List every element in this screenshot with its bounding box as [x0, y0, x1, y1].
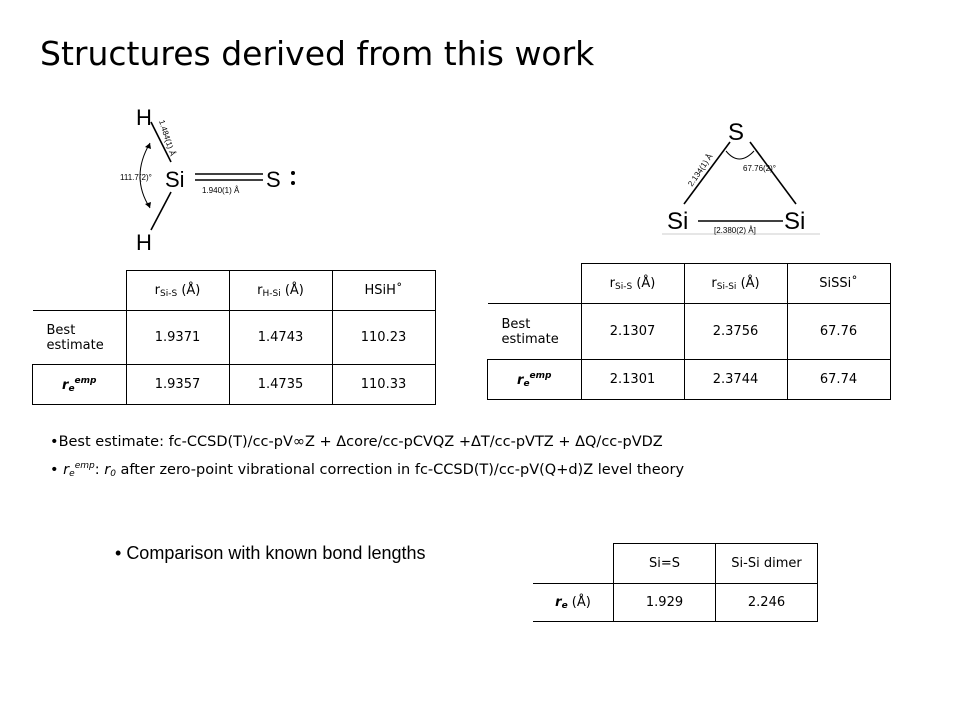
angle-label: 67.76(2)° [743, 164, 776, 173]
page-title: Structures derived from this work [40, 34, 595, 73]
table-row: reemp 1.9357 1.4735 110.33 [32, 364, 436, 405]
h2sis-results-table: rSi-S (Å) rH-Si (Å) HSiH˚ Best estimate … [32, 270, 436, 405]
bullet-re-emp: • reemp: r0 after zero-point vibrational… [50, 461, 685, 479]
bond-s-si-left [683, 141, 731, 205]
row-header-re-emp: reemp [32, 364, 127, 405]
angle-label: 111.7(2)° [120, 173, 152, 182]
method-notes: •Best estimate: fc-CCSD(T)/cc-pV∞Z + Δco… [50, 430, 684, 486]
table-cell: 1.4743 [228, 310, 333, 365]
row-header-re: re (Å) [533, 583, 614, 622]
col-header-si-s: Si=S [613, 543, 716, 584]
table-cell: 2.3744 [683, 359, 788, 400]
table-cell: 67.76 [786, 303, 891, 360]
bullet-best-estimate: •Best estimate: fc-CCSD(T)/cc-pV∞Z + Δco… [50, 434, 663, 450]
bond-sih-label: 1.484(1) Å [157, 119, 177, 158]
table-cell: 2.3756 [683, 303, 788, 360]
table-header-row: rSi-S (Å) rSi-Si (Å) SiSSi˚ [487, 263, 891, 304]
table-cell: 1.9357 [125, 364, 230, 405]
col-header-r-h-si: rH-Si (Å) [228, 270, 333, 311]
table-corner-cell [32, 270, 127, 311]
table-row: reemp 2.1301 2.3744 67.74 [487, 359, 891, 400]
table-cell: 1.4735 [228, 364, 333, 405]
bond-sis-label: 1.940(1) Å [202, 186, 240, 195]
col-header-r-si-si: rSi-Si (Å) [683, 263, 788, 304]
angle-arrowhead [145, 143, 151, 149]
col-header-r-si-s: rSi-S (Å) [580, 263, 685, 304]
bond-si-h-bottom [150, 191, 172, 231]
col-header-hsih-angle: HSiH˚ [331, 270, 436, 311]
table-corner-cell [533, 543, 614, 584]
table-cell: 2.1307 [580, 303, 685, 360]
h2sis-structure-figure: H Si S H 1.484(1) Å 111.7(2)° 1.940(1) Å [120, 105, 295, 255]
table-cell: 67.74 [786, 359, 891, 400]
bond-s-si-right [749, 141, 797, 205]
bond-si-h-top [150, 121, 172, 163]
atom-h-top: H [136, 105, 152, 130]
atom-h-bottom: H [136, 230, 152, 255]
table-row: Best estimate 2.1307 2.3756 67.76 [487, 303, 891, 360]
bond-sisi-label: [2.380(2) Å] [714, 226, 756, 235]
angle-arc [725, 150, 755, 160]
table-corner-cell [487, 263, 582, 304]
col-header-r-si-s: rSi-S (Å) [125, 270, 230, 311]
atom-si: Si [165, 167, 185, 192]
si2s-structure-figure: S Si Si 2.134(1) Å 67.76(2)° [2.380(2) Å… [662, 119, 820, 235]
table-row: Best estimate 1.9371 1.4743 110.23 [32, 310, 436, 365]
angle-arc [139, 142, 151, 209]
atom-si-right: Si [784, 208, 805, 235]
lone-pair-dot [291, 171, 295, 175]
atom-si-left: Si [667, 208, 688, 235]
table-header-row: rSi-S (Å) rH-Si (Å) HSiH˚ [32, 270, 436, 311]
row-header-best-estimate: Best estimate [32, 310, 127, 365]
table-cell: 2.246 [715, 583, 818, 622]
table-cell: 1.9371 [125, 310, 230, 365]
table-cell: 110.23 [331, 310, 436, 365]
col-header-si-si-dimer: Si-Si dimer [715, 543, 818, 584]
atom-s: S [266, 167, 281, 192]
angle-arrowhead [145, 202, 151, 208]
comparison-table: Si=S Si-Si dimer re (Å) 1.929 2.246 [533, 543, 818, 622]
lone-pair-dot [291, 181, 295, 185]
si2s-results-table: rSi-S (Å) rSi-Si (Å) SiSSi˚ Best estimat… [487, 263, 891, 400]
table-cell: 110.33 [331, 364, 436, 405]
comparison-heading: • Comparison with known bond lengths [115, 543, 426, 563]
row-header-re-emp: reemp [487, 359, 582, 400]
table-row: re (Å) 1.929 2.246 [533, 583, 818, 622]
col-header-sissi-angle: SiSSi˚ [786, 263, 891, 304]
table-header-row: Si=S Si-Si dimer [533, 543, 818, 584]
atom-s: S [728, 119, 744, 146]
table-cell: 2.1301 [580, 359, 685, 400]
row-header-best-estimate: Best estimate [487, 303, 582, 360]
table-cell: 1.929 [613, 583, 716, 622]
